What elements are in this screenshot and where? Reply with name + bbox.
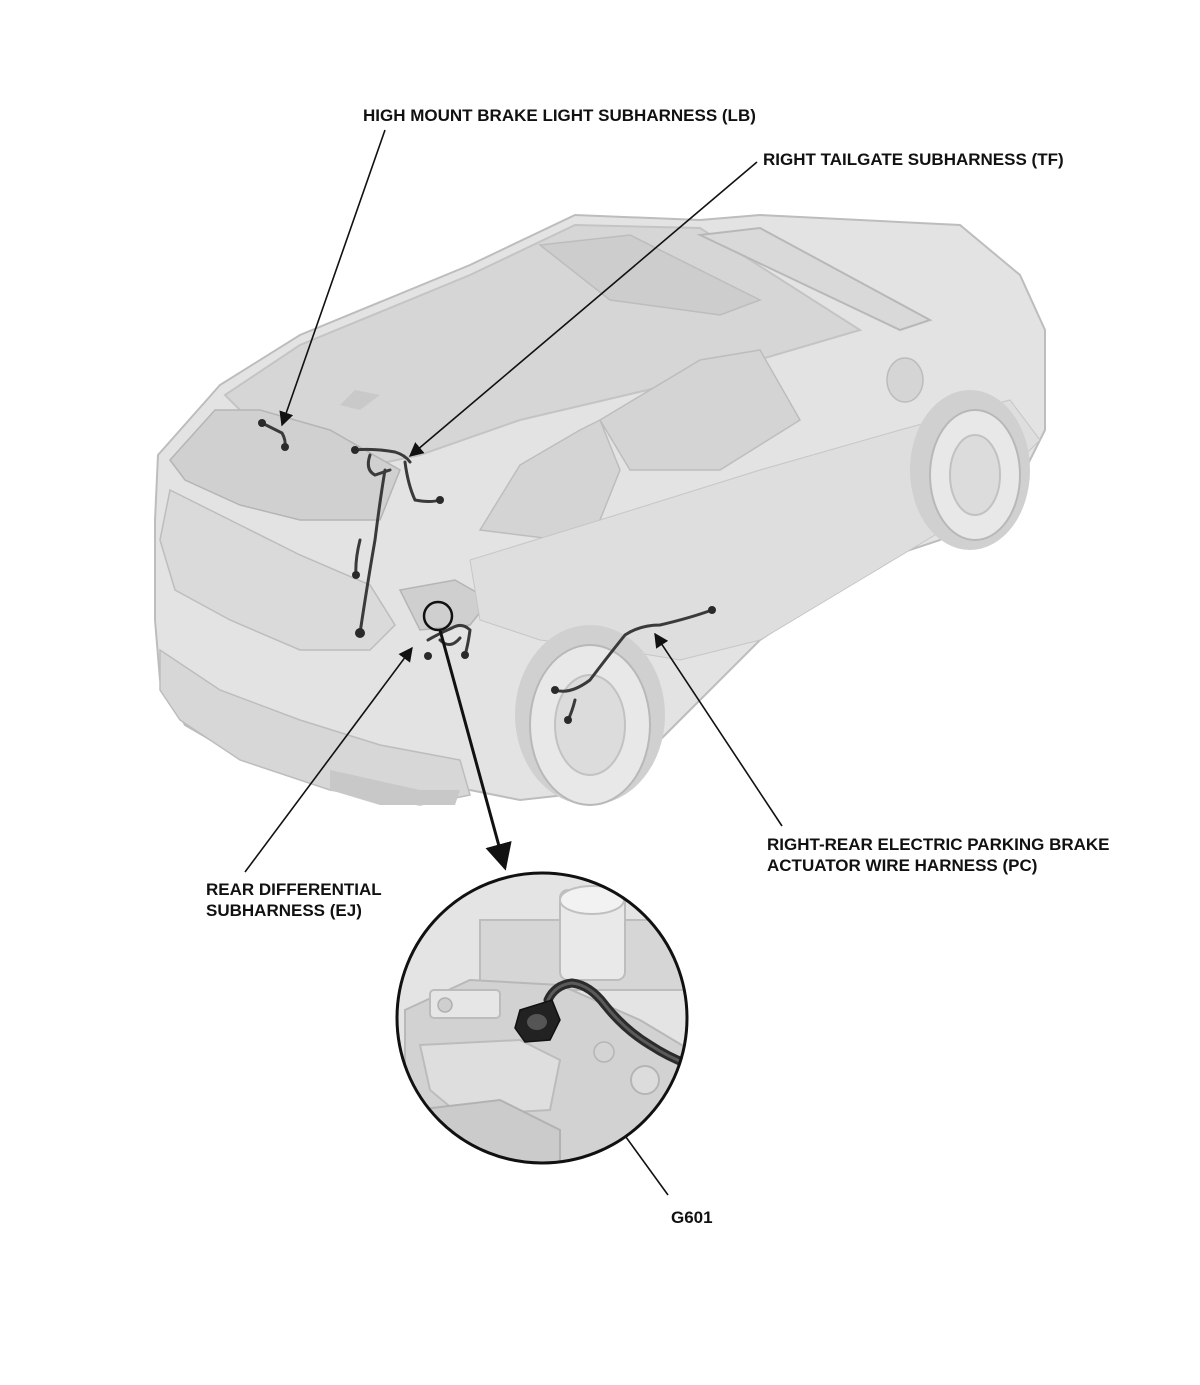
callout-parking-brake-line-1: RIGHT-REAR ELECTRIC PARKING BRAKE [767, 835, 1110, 854]
detail-pointer [438, 629, 512, 871]
leader-tf [408, 161, 758, 457]
harness-tf [353, 447, 442, 635]
rear-window [169, 409, 401, 521]
detail-ground-bolt [527, 1014, 547, 1030]
callout-rear-differential-subharness: REAR DIFFERENTIAL SUBHARNESS (EJ) [206, 879, 382, 921]
leader-pc [654, 632, 783, 827]
callout-right-tailgate-subharness: RIGHT TAILGATE SUBHARNESS (TF) [763, 150, 1064, 169]
tailgate [159, 488, 396, 651]
detail-bolt-right [630, 1065, 660, 1095]
side-window-front [598, 349, 802, 471]
callout-parking-brake-actuator-harness: RIGHT-REAR ELECTRIC PARKING BRAKE ACTUAT… [767, 834, 1110, 876]
detail-inset [395, 871, 689, 1165]
fuel-door [886, 357, 924, 403]
callout-high-mount-brake-light-subharness: HIGH MOUNT BRAKE LIGHT SUBHARNESS (LB) [363, 106, 756, 125]
rear-wheel-hub [554, 674, 626, 776]
detail-inset-border [395, 871, 689, 1165]
leader-ej [244, 646, 413, 873]
harness-connectors [258, 419, 716, 724]
callout-rear-differential-line-2: SUBHARNESS (EJ) [206, 901, 362, 920]
callout-parking-brake-line-2: ACTUATOR WIRE HARNESS (PC) [767, 856, 1038, 875]
roof-rail [696, 226, 933, 332]
antenna [340, 390, 380, 410]
ground-location-marker [422, 600, 454, 632]
detail-cylinder-top [559, 885, 625, 915]
detail-bolt-left [437, 997, 453, 1013]
harness-lb [260, 421, 287, 449]
callout-rear-differential-line-1: REAR DIFFERENTIAL [206, 880, 382, 899]
vehicle-illustration [154, 213, 1046, 806]
detail-nut [593, 1041, 615, 1063]
leader-lb [279, 129, 386, 427]
rear-diffuser [330, 770, 460, 805]
sunroof [538, 234, 762, 316]
front-wheel-hub [949, 434, 1001, 516]
callout-ground-g601: G601 [671, 1208, 713, 1227]
detail-bracket-front [418, 1038, 562, 1117]
